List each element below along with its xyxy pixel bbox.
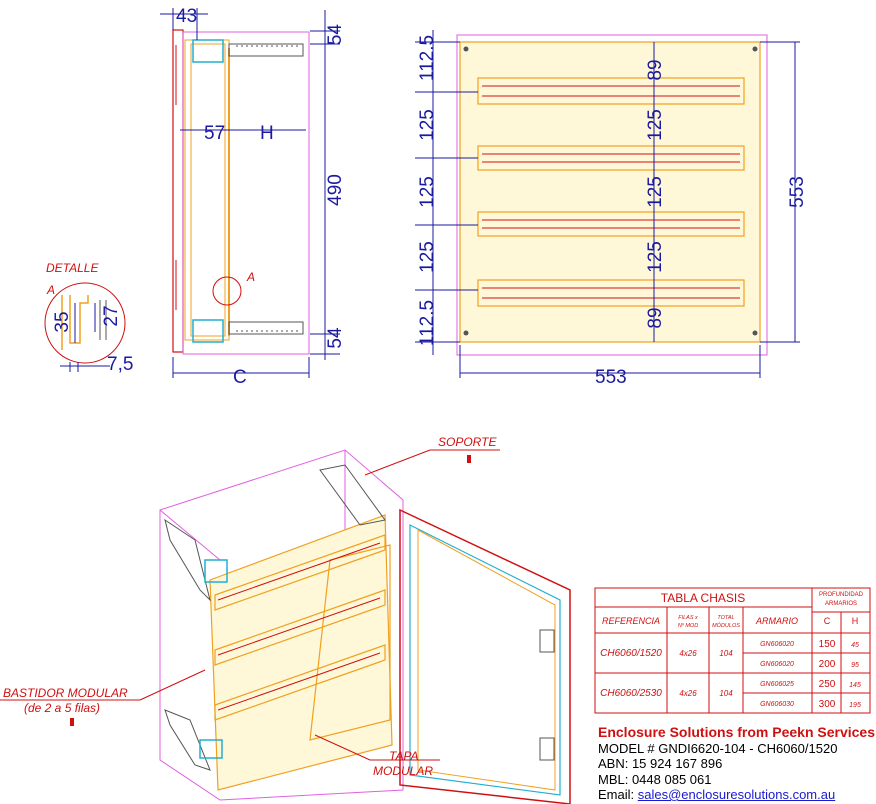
dim-490: 490 [325,174,346,206]
detail-dim-27: 27 [101,305,122,326]
detail-title: DETALLE [46,261,99,275]
model-number: MODEL # GNDI6620-104 - CH6060/1520 [598,740,838,756]
header-h: H [852,616,859,626]
email-row: Email: sales@enclosuresolutions.com.au [598,787,875,803]
dim-h: H [260,123,274,144]
dim-89-top: 89 [645,59,666,80]
dim-125-center-b: 125 [645,176,666,208]
table-title: TABLA CHASIS [661,591,745,605]
isometric-view [0,449,571,804]
chassis-table [594,587,871,714]
row2-total: 104 [719,689,733,698]
dim-125-c: 125 [417,241,438,273]
row1a-h: 45 [851,642,859,649]
row2-filas: 4x26 [679,689,697,698]
row2b-c: 300 [819,699,836,710]
abn: ABN: 15 924 167 896 [598,756,723,771]
detail-marker: A [246,270,255,284]
detail-letter: A [46,283,55,297]
row2b-armario: GN606030 [760,701,794,708]
company-info: Enclosure Solutions from Peekn Services … [598,724,875,803]
row2a-c: 250 [819,679,836,690]
dim-112-5-top: 112.5 [417,35,438,81]
dim-125-a: 125 [417,109,438,141]
label-soporte: SOPORTE [438,435,497,449]
row1-filas: 4x26 [679,649,697,658]
header-c: C [824,616,831,626]
header-armario: ARMARIO [755,616,798,626]
row2a-h: 145 [849,682,861,689]
dim-54-top: 54 [325,24,346,46]
detail-a [44,282,126,372]
table-profundidad-1: PROFUNDIDAD [819,592,864,598]
detail-dim-35: 35 [52,311,73,332]
header-filas-2: Nº MOD [678,622,698,629]
row1b-h: 95 [851,662,859,669]
front-view [415,30,800,378]
dim-57: 57 [204,123,225,144]
row1-total: 104 [719,649,733,658]
email-label: Email: [598,787,635,802]
label-bastidor-line2: (de 2 a 5 filas) [24,701,100,715]
row1-ref: CH6060/1520 [600,648,662,659]
header-filas-1: FILAS x [678,615,698,621]
dim-125-center-c: 125 [645,241,666,273]
side-view [160,8,340,378]
dim-125-b: 125 [417,176,438,208]
row1b-c: 200 [819,659,836,670]
email-link[interactable]: sales@enclosuresolutions.com.au [637,787,836,802]
dim-125-center-a: 125 [645,109,666,141]
row2b-h: 195 [849,702,861,709]
mobile: MBL: 0448 085 061 [598,771,712,787]
row2-ref: CH6060/2530 [600,688,662,699]
dim-c: C [233,367,247,388]
label-tapa-line2: MODULAR [373,764,433,778]
header-total-1: TOTAL [717,615,734,621]
header-total-2: MÓDULOS [712,622,740,629]
dim-112-5-bottom: 112.5 [417,300,438,346]
header-referencia: REFERENCIA [602,616,660,626]
table-profundidad-2: ARMARIOS [825,601,857,607]
row1a-armario: GN606020 [760,641,794,648]
dim-553-width: 553 [595,367,627,388]
row1b-armario: GN606020 [760,661,794,668]
dim-43: 43 [176,6,197,27]
label-tapa-line1: TAPA [389,749,419,763]
detail-dim-7-5: 7,5 [107,354,133,375]
row1a-c: 150 [819,639,836,650]
company-name: Enclosure Solutions from Peekn Services [598,724,875,740]
dim-553-height: 553 [787,176,808,208]
dim-54-bottom: 54 [325,327,346,349]
dim-89-bottom: 89 [645,307,666,328]
label-bastidor-line1: BASTIDOR MODULAR [3,686,128,700]
row2a-armario: GN606025 [760,681,794,688]
